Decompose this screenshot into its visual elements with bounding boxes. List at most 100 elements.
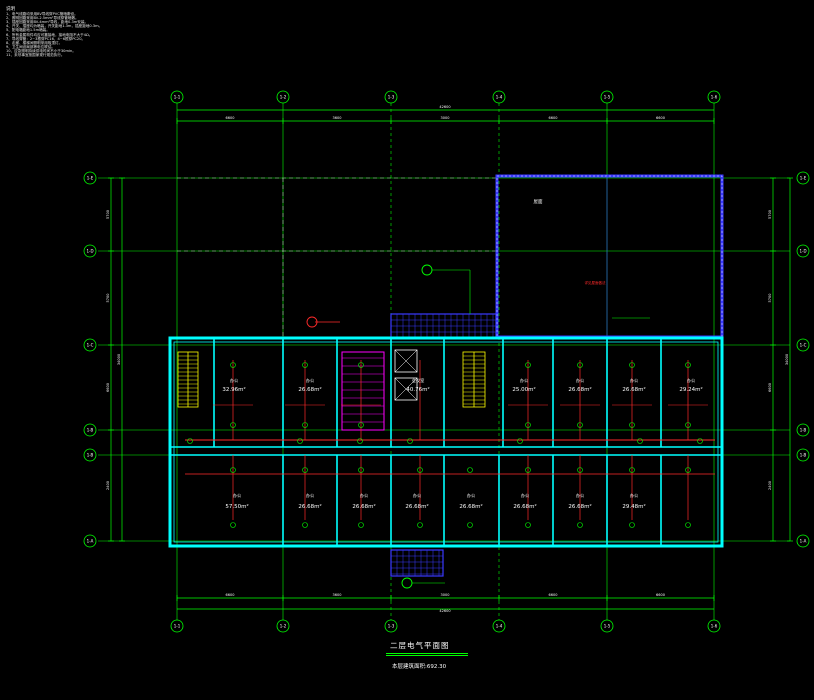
light-fixture-symbol — [525, 522, 531, 528]
entry-symbol — [401, 577, 413, 589]
note-line: 8、走廊、楼梯间照明采用吸顶灯。 — [6, 40, 63, 45]
axis-bubble — [796, 171, 810, 185]
top-dim-label: 3000 — [441, 116, 450, 120]
top-dim-label: 6600 — [656, 116, 665, 120]
note-line: 10、应急照明持续供电时间不小于30min。 — [6, 48, 76, 53]
axis-bubble — [600, 90, 614, 104]
axis-bubble-label: 1-D — [799, 249, 806, 254]
axis-bubble-label: 1-B — [87, 453, 94, 458]
left-dim-label: 5700 — [106, 294, 110, 303]
north-room-area: 26.68m² — [622, 386, 645, 393]
light-fixture-symbol — [525, 362, 531, 368]
axis-bubble — [276, 619, 290, 633]
north-room-name: 办公 — [306, 377, 315, 384]
bottom-dim-label: 6600 — [226, 593, 235, 597]
light-fixture-symbol — [302, 362, 308, 368]
light-fixture-symbol — [685, 362, 691, 368]
axis-bubble-label: 1-4 — [496, 624, 503, 629]
light-fixture-symbol — [629, 422, 635, 428]
north-room-name: 办公 — [630, 377, 639, 384]
axis-bubble — [492, 619, 506, 633]
left-total-label: 34000 — [117, 354, 121, 365]
bottom-dim-label: 6600 — [656, 593, 665, 597]
axis-bubble-label: 1-A — [800, 539, 807, 544]
light-fixture-symbol — [358, 522, 364, 528]
light-fixture-symbol — [577, 362, 583, 368]
axis-bubble-label: 1-B — [87, 428, 94, 433]
north-room-name: 办公 — [576, 377, 585, 384]
light-fixture-symbol — [230, 362, 236, 368]
light-fixture-symbol — [685, 467, 691, 473]
design-notes: 说明 1、电气线路均采用BV导线穿PVC管暗敷设。 2、照明回路采用BV-2.5… — [6, 7, 156, 57]
note-line: 2、照明回路采用BV-2.5mm²导线穿管暗敷。 — [6, 16, 79, 21]
right-dim-label: 6600 — [768, 383, 772, 392]
north-room-area: 26.68m² — [568, 386, 591, 393]
note-line: 4、开关、插座均为暗装，开关距地1.3m，插座距地0.3m。 — [6, 24, 103, 29]
elevator-x — [394, 349, 418, 373]
axis-bubble-label: 1-5 — [604, 95, 611, 100]
light-fixture-symbol — [187, 438, 193, 444]
light-fixture-symbol — [230, 422, 236, 428]
bottom-dim-label: 3600 — [333, 593, 342, 597]
bathroom-zone — [341, 351, 385, 431]
light-fixture-symbol — [358, 467, 364, 473]
axis-bubble-label: 1-E — [800, 176, 807, 181]
left-dim-label: 6600 — [106, 383, 110, 392]
left-dim-label: 5700 — [106, 210, 110, 219]
bottom-entry-pad — [390, 549, 444, 577]
building-outline — [168, 336, 724, 548]
bottom-dim-label: 6600 — [549, 593, 558, 597]
north-room-name: 办公 — [230, 377, 239, 384]
distribution-panel-symbol — [306, 316, 318, 328]
light-fixture-symbol — [302, 467, 308, 473]
axis-bubble — [796, 448, 810, 462]
bottom-dim-label: 3000 — [441, 593, 450, 597]
top-dim-label: 3600 — [333, 116, 342, 120]
south-room-area: 26.68m² — [459, 503, 482, 510]
axis-bubble — [600, 619, 614, 633]
light-fixture-symbol — [467, 522, 473, 528]
elevator-x — [394, 377, 418, 401]
axis-bubble — [796, 244, 810, 258]
right-dim-label: 5700 — [768, 294, 772, 303]
light-fixture-symbol — [685, 522, 691, 528]
axis-bubble — [83, 171, 97, 185]
light-fixture-symbol — [697, 438, 703, 444]
light-fixture-symbol — [577, 522, 583, 528]
light-fixture-symbol — [302, 422, 308, 428]
light-fixture-symbol — [230, 522, 236, 528]
light-fixture-symbol — [358, 362, 364, 368]
axis-bubble — [276, 90, 290, 104]
south-room-area: 26.68m² — [513, 503, 536, 510]
north-room-name: 办公 — [520, 377, 529, 384]
axis-bubble — [83, 423, 97, 437]
north-room-area: 25.00m² — [512, 386, 535, 393]
bottom-total-label: 42600 — [439, 609, 450, 613]
light-fixture-symbol — [417, 467, 423, 473]
light-fixture-symbol — [297, 438, 303, 444]
axis-bubble — [170, 90, 184, 104]
light-fixture-symbol — [629, 522, 635, 528]
note-line: 5、配电箱距地1.5m暗装。 — [6, 28, 50, 33]
light-fixture-symbol — [407, 438, 413, 444]
south-room-name: 办公 — [630, 492, 639, 499]
note-line: 3、插座回路采用BV-4mm²导线，距地0.3m安装。 — [6, 20, 89, 25]
light-fixture-symbol — [357, 438, 363, 444]
riser-symbol — [421, 264, 433, 276]
north-room-area: 40.76m² — [406, 386, 429, 393]
axis-bubble-label: 1-2 — [280, 624, 287, 629]
south-room-name: 办公 — [306, 492, 315, 499]
south-room-area: 29.48m² — [622, 503, 645, 510]
axis-bubble — [384, 90, 398, 104]
south-room-name: 办公 — [467, 492, 476, 499]
light-fixture-symbol — [525, 467, 531, 473]
hall-inner — [496, 175, 723, 338]
axis-bubble-label: 1-3 — [388, 95, 395, 100]
drawing-title: 二层电气平面图 — [390, 641, 450, 650]
axis-bubble — [796, 338, 810, 352]
north-room-area: 32.96m² — [222, 386, 245, 393]
right-dim-label: 2400 — [768, 481, 772, 490]
elevator-shaft — [394, 377, 418, 401]
north-room-name: 会议室 — [412, 377, 425, 384]
